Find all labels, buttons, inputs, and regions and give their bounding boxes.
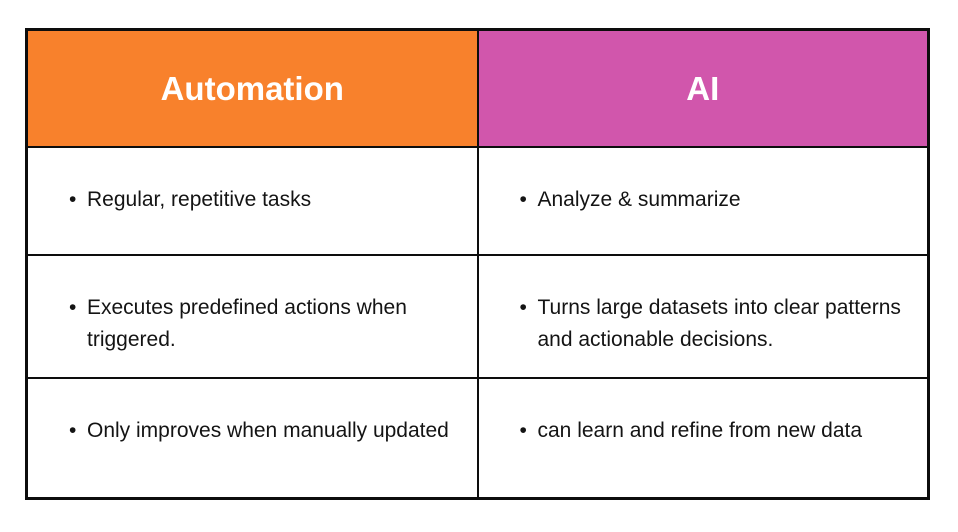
bullet-list: Turns large datasets into clear patterns… — [479, 292, 928, 356]
bullet-item: Turns large datasets into clear patterns… — [479, 292, 928, 356]
bullet-item: Executes predefined actions when trigger… — [28, 292, 477, 356]
bullet-item: Regular, repetitive tasks — [28, 184, 477, 216]
header-label-ai: AI — [686, 70, 720, 107]
cell-ai-row-1: Analyze & summarize — [478, 148, 928, 254]
bullet-item: Analyze & summarize — [479, 184, 928, 216]
bullet-list: Executes predefined actions when trigger… — [28, 292, 477, 356]
cell-automation-row-1: Regular, repetitive tasks — [28, 148, 477, 254]
comparison-table: Automation AI Regular, repetitive tasks … — [25, 28, 930, 500]
header-label-automation: Automation — [160, 70, 344, 107]
header-cell-ai: AI — [478, 31, 927, 146]
cell-ai-row-3: can learn and refine from new data — [478, 379, 928, 497]
header-cell-automation: Automation — [28, 31, 477, 146]
cell-automation-row-2: Executes predefined actions when trigger… — [28, 256, 477, 377]
bullet-item: Only improves when manually updated — [28, 415, 477, 447]
bullet-list: can learn and refine from new data — [479, 415, 928, 447]
cell-automation-row-3: Only improves when manually updated — [28, 379, 477, 497]
bullet-list: Only improves when manually updated — [28, 415, 477, 447]
bullet-list: Analyze & summarize — [479, 184, 928, 216]
bullet-item: can learn and refine from new data — [479, 415, 928, 447]
bullet-list: Regular, repetitive tasks — [28, 184, 477, 216]
cell-ai-row-2: Turns large datasets into clear patterns… — [478, 256, 928, 377]
